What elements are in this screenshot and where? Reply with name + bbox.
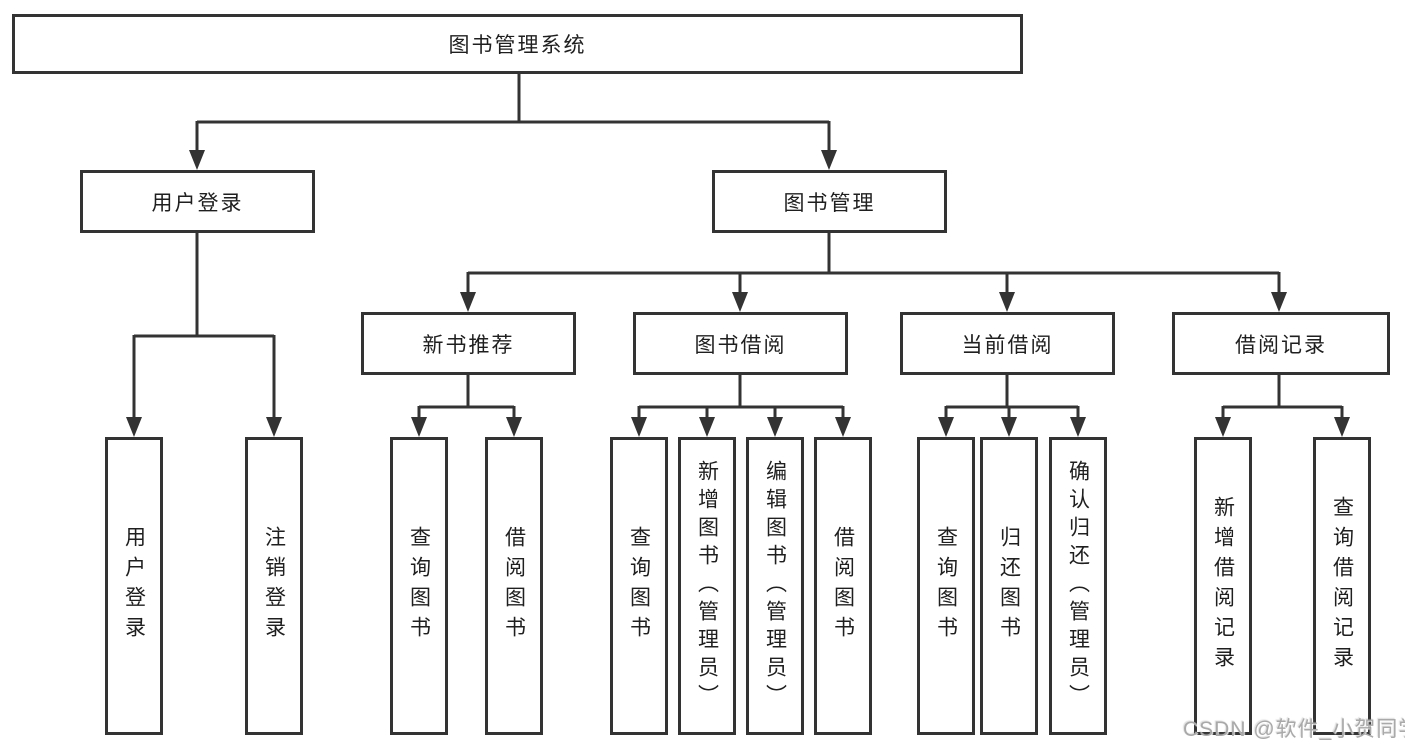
leaf-borrow-book-recommend: 借阅图书 bbox=[485, 437, 543, 735]
node-user-login: 用户登录 bbox=[80, 170, 315, 233]
leaf-confirm-return-admin: 确认归还（管理员） bbox=[1049, 437, 1107, 735]
leaf-query-book-borrow: 查询图书 bbox=[610, 437, 668, 735]
leaf-query-book-recommend: 查询图书 bbox=[390, 437, 448, 735]
node-borrow-records: 借阅记录 bbox=[1172, 312, 1390, 375]
node-root: 图书管理系统 bbox=[12, 14, 1023, 74]
leaf-edit-book-admin: 编辑图书（管理员） bbox=[746, 437, 804, 735]
leaf-add-borrow-record: 新增借阅记录 bbox=[1194, 437, 1252, 735]
csdn-watermark: CSDN @软件_小贺同学 bbox=[1183, 718, 1405, 741]
node-current-borrow: 当前借阅 bbox=[900, 312, 1115, 375]
node-new-book-recommend: 新书推荐 bbox=[361, 312, 576, 375]
leaf-user-login: 用户登录 bbox=[105, 437, 163, 735]
node-book-borrow: 图书借阅 bbox=[633, 312, 848, 375]
leaf-query-book-current: 查询图书 bbox=[917, 437, 975, 735]
leaf-query-borrow-record: 查询借阅记录 bbox=[1313, 437, 1371, 735]
node-book-management: 图书管理 bbox=[712, 170, 947, 233]
leaf-logout: 注销登录 bbox=[245, 437, 303, 735]
leaf-add-book-admin: 新增图书（管理员） bbox=[678, 437, 736, 735]
leaf-borrow-book: 借阅图书 bbox=[814, 437, 872, 735]
leaf-return-book: 归还图书 bbox=[980, 437, 1038, 735]
